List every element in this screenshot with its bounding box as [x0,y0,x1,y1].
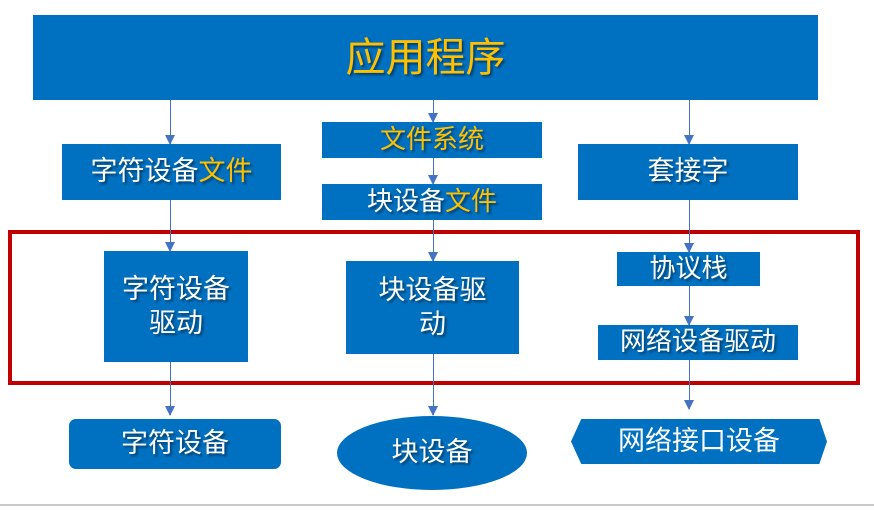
char-device-box: 字符设备 [69,419,281,469]
char-device-file-highlight: 文件 [198,156,253,188]
arrow-protocol-to-net-driver [684,286,694,326]
kernel-drivers-highlight-frame [8,230,860,385]
arrow-char-driver-to-device [165,362,175,416]
arrow-app-to-socket [684,100,694,145]
char-device-file-label: 字符设备 [90,156,199,188]
arrow-char-file-to-driver [165,200,175,252]
net-driver-label: 网络设备驱动 [619,327,776,358]
socket-label: 套接字 [647,156,729,188]
block-device-ellipse: 块设备 [337,416,527,490]
arrow-net-driver-to-device [684,360,694,410]
bottom-divider [0,504,874,506]
char-device-label: 字符设备 [121,428,229,460]
arrow-block-file-to-driver [428,220,438,262]
block-driver-line2: 动 [419,308,446,340]
protocol-stack-box: 协议栈 [617,252,760,286]
arrow-fs-to-block-file [428,158,438,185]
arrow-app-to-fs [428,100,438,123]
protocol-stack-label: 协议栈 [649,253,728,284]
arrow-socket-to-protocol [684,200,694,253]
char-device-file-box: 字符设备文件 [62,144,281,200]
filesystem-box: 文件系统 [322,122,542,158]
socket-box: 套接字 [578,144,798,200]
application-box: 应用程序 [33,15,818,100]
arrow-app-to-char-file [165,100,175,145]
block-device-file-box: 块设备文件 [322,184,542,220]
block-device-file-highlight: 文件 [445,186,498,217]
block-device-label: 块设备 [391,437,473,469]
block-device-file-label: 块设备 [366,186,445,217]
filesystem-label: 文件系统 [379,124,484,155]
block-driver-box: 块设备驱 动 [346,261,519,354]
net-interface-device-label: 网络接口设备 [618,425,780,457]
char-driver-line1: 字符设备 [122,273,230,305]
application-label: 应用程序 [345,34,506,81]
block-driver-line1: 块设备驱 [378,274,487,306]
net-driver-box: 网络设备驱动 [598,325,798,360]
char-driver-box: 字符设备 驱动 [104,251,248,362]
arrow-block-driver-to-device [428,354,438,416]
char-driver-line2: 驱动 [149,307,203,339]
net-interface-device-hexagon: 网络接口设备 [571,419,827,464]
